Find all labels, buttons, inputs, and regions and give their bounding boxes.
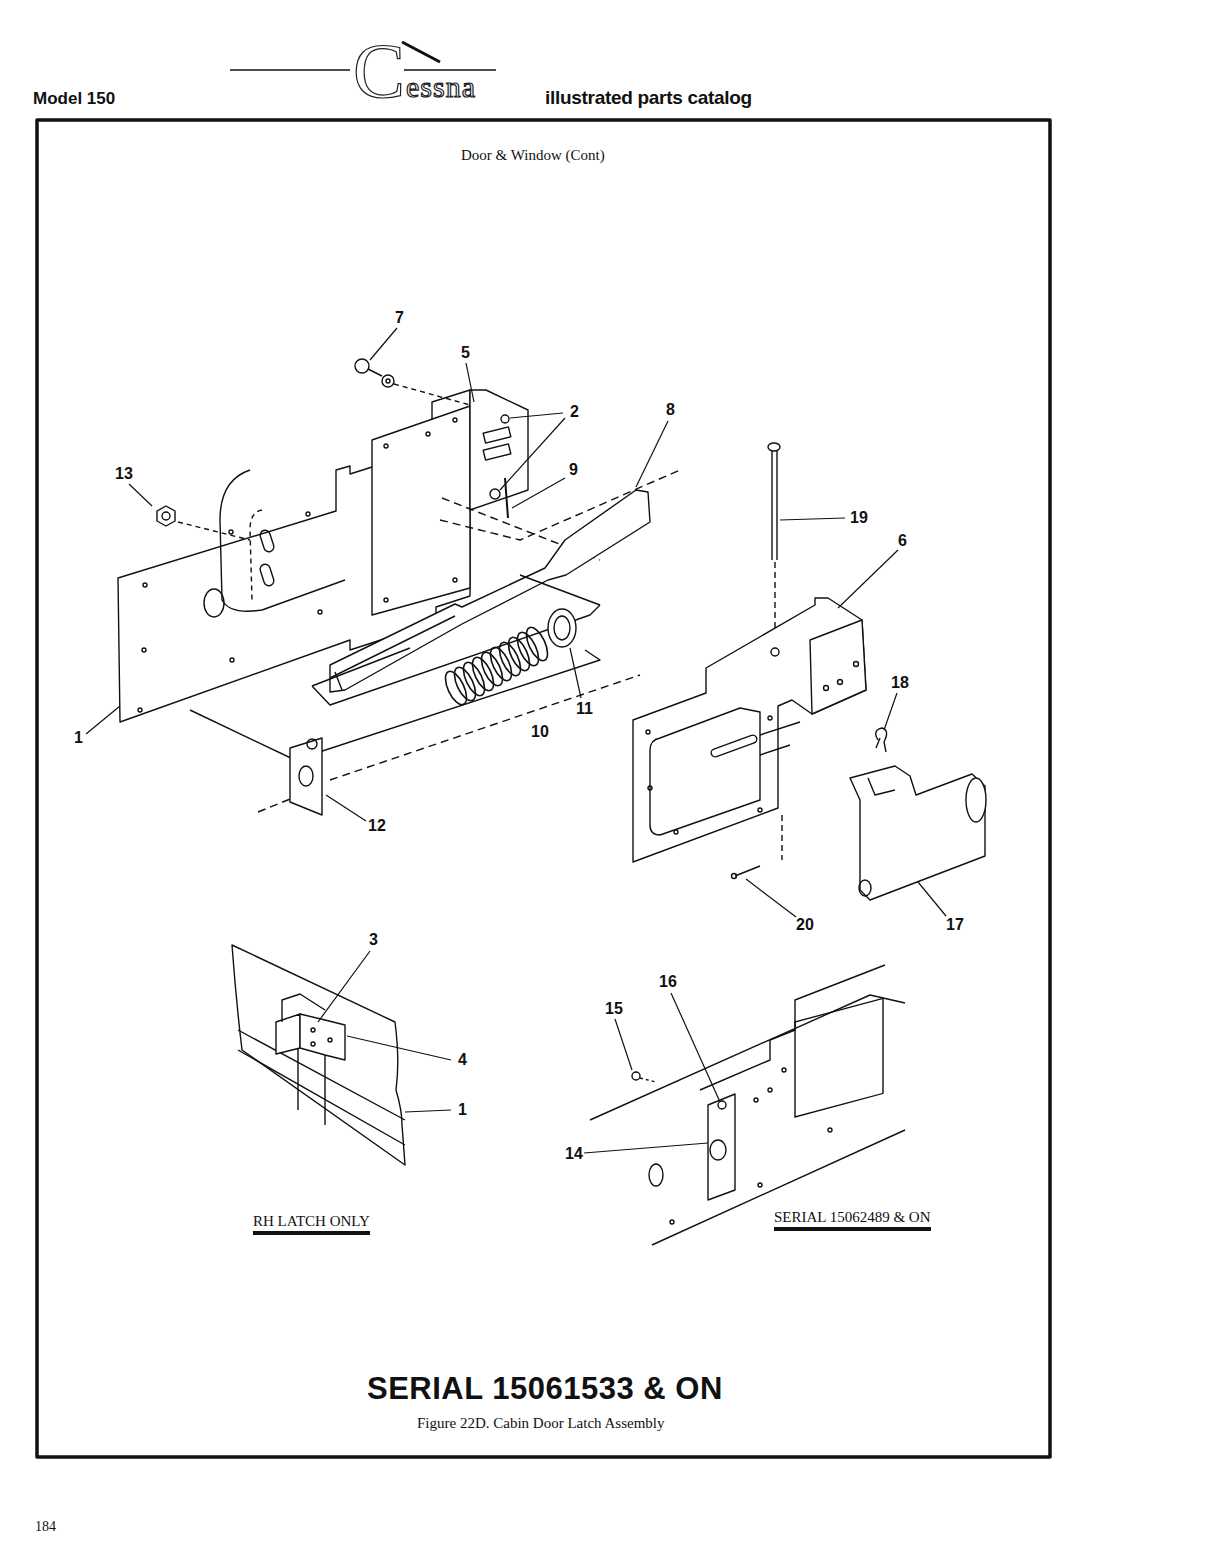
page-number: 184 [35,1520,56,1534]
catalog-heading: illustrated parts catalog [545,88,752,107]
callout-number: 5 [461,345,470,361]
model-label: Model 150 [33,90,115,107]
callout-number: 8 [666,402,675,418]
inset-note: RH LATCH ONLY [253,1214,370,1235]
callout-number: 10 [531,724,549,740]
callout-number: 1 [458,1102,467,1118]
callout-number: 1 [74,730,83,746]
callout-number: 6 [898,533,907,549]
figure-caption: Figure 22D. Cabin Door Latch Assembly [417,1416,664,1431]
callout-number: 7 [395,310,404,326]
callout-number: 19 [850,510,868,526]
callout-number: 2 [570,404,579,420]
brand-logo: Cessna [353,32,476,110]
callout-number: 13 [115,466,133,482]
callout-number: 3 [369,932,378,948]
callout-number: 9 [569,462,578,478]
callout-number: 17 [946,917,964,933]
serial-heading: SERIAL 15061533 & ON [367,1373,723,1404]
inset-note: SERIAL 15062489 & ON [774,1210,931,1231]
callout-number: 20 [796,917,814,933]
callout-number: 15 [605,1001,623,1017]
callout-number: 4 [458,1052,467,1068]
figure-title: Door & Window (Cont) [461,148,605,163]
callout-number: 18 [891,675,909,691]
callout-number: 14 [565,1146,583,1162]
callout-number: 11 [576,701,593,717]
callout-number: 12 [368,818,386,834]
callout-number: 16 [659,974,677,990]
